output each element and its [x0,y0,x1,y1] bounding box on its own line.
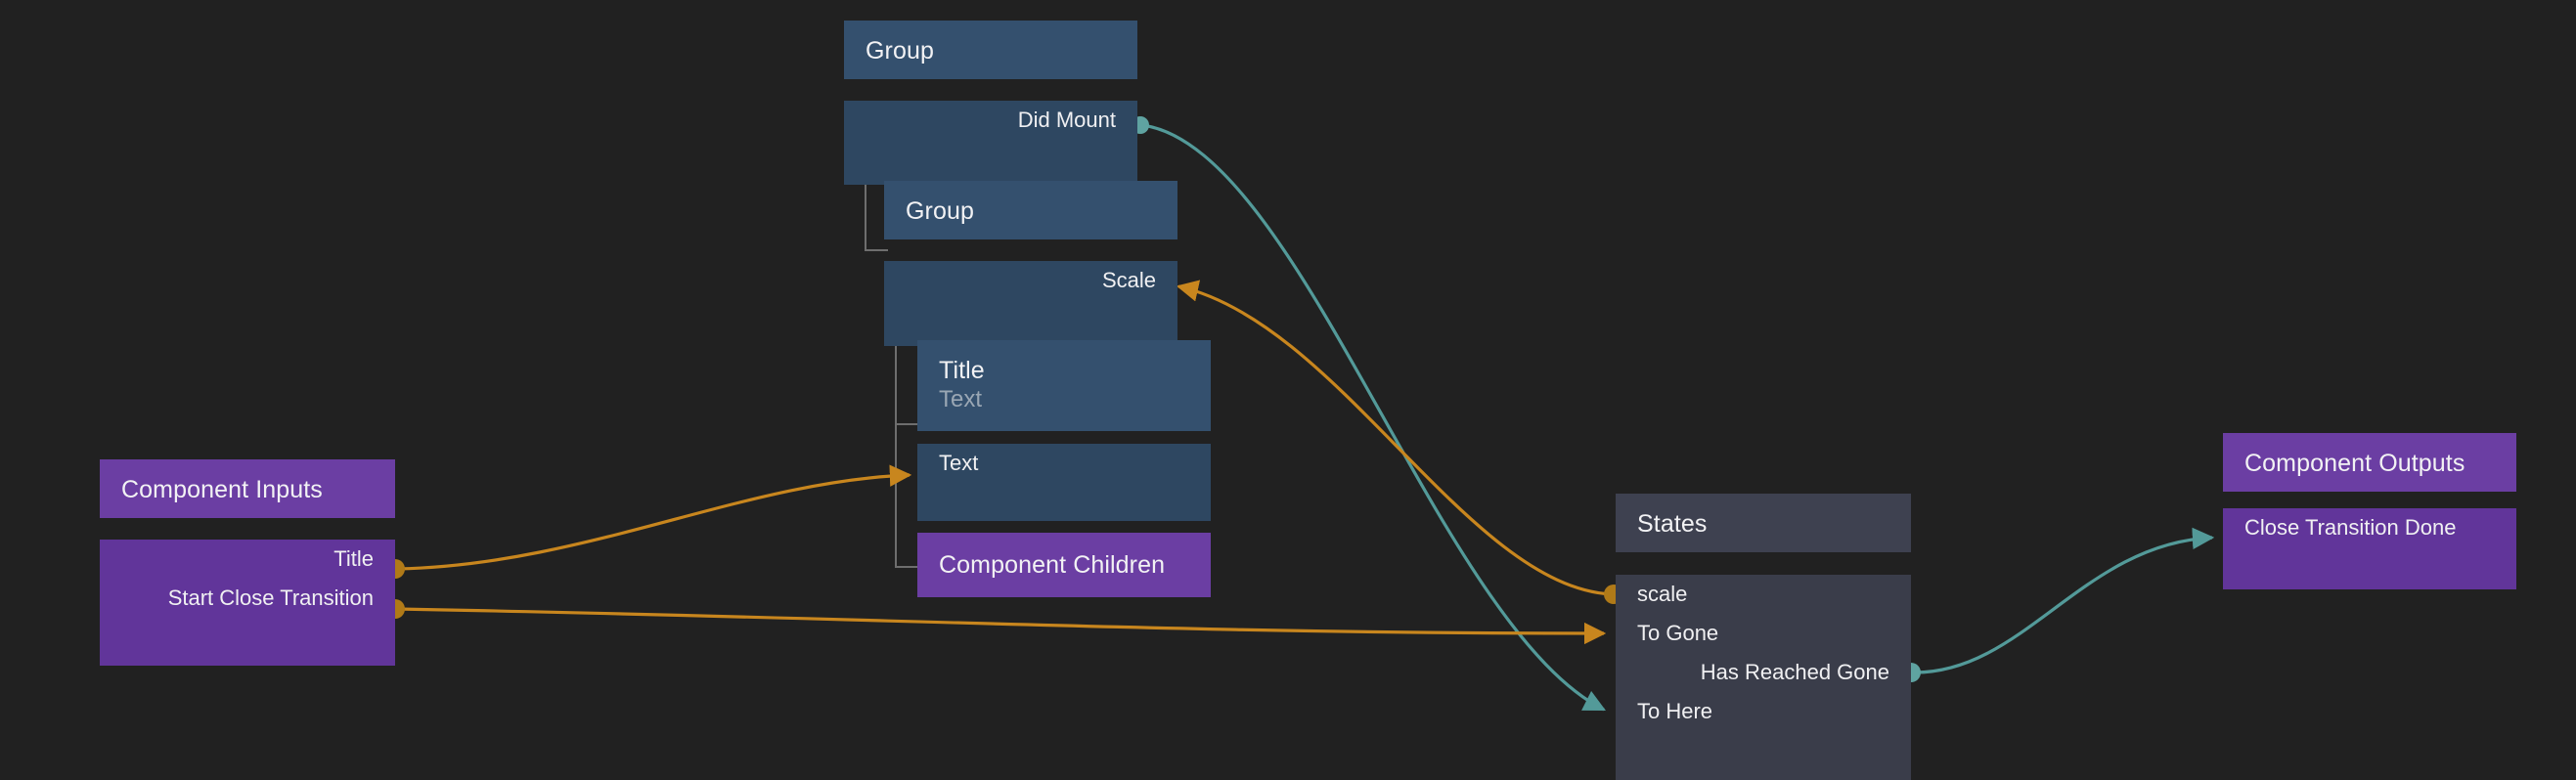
port-title-out[interactable]: Title [100,540,395,579]
port-to-gone[interactable]: To Gone [1616,614,1911,653]
port-to-here[interactable]: To Here [1616,692,1911,731]
node-group-top[interactable]: Group Did Mount [844,21,1137,185]
node-component-inputs-body: Title Start Close Transition [100,540,395,666]
node-states-body: scale To Gone Has Reached Gone To Here [1616,575,1911,780]
node-title-subtitle: Text [939,386,983,412]
node-title-body: Text [917,444,1211,521]
node-component-children-title: Component Children [939,551,1166,579]
node-group-second-body: Scale [884,261,1177,346]
port-scale-state-label: scale [1637,582,1688,606]
port-to-here-label: To Here [1637,699,1713,723]
edge-did-mount-to-here [1141,123,1606,712]
port-did-mount-label: Did Mount [1017,108,1116,132]
port-has-reached-gone[interactable]: Has Reached Gone [1616,653,1911,692]
node-group-second[interactable]: Group Scale [884,181,1177,346]
port-close-transition-done-label: Close Transition Done [2244,515,2457,540]
node-component-inputs[interactable]: Component Inputs Title Start Close Trans… [100,459,395,666]
node-component-outputs[interactable]: Component Outputs Close Transition Done [2223,433,2516,589]
node-group-top-header[interactable]: Group [844,21,1137,79]
node-component-outputs-body: Close Transition Done [2223,508,2516,589]
port-did-mount[interactable]: Did Mount [844,101,1137,140]
edge-scale-state-to-group-scale [1176,280,1613,596]
node-title-title: Title [939,357,985,384]
tree-branch-2 [895,332,917,568]
port-to-gone-label: To Gone [1637,621,1719,645]
port-close-transition-done[interactable]: Close Transition Done [2223,508,2516,547]
node-group-second-header[interactable]: Group [884,181,1177,239]
node-component-inputs-header[interactable]: Component Inputs [100,459,395,518]
node-component-children-header[interactable]: Component Children [917,533,1211,597]
port-start-close-transition-out[interactable]: Start Close Transition [100,579,395,618]
port-scale-label: Scale [1101,268,1156,292]
node-title-header[interactable]: Title Text [917,340,1211,431]
node-group-second-title: Group [906,197,974,225]
port-text-in-label: Text [939,451,979,475]
node-states-header[interactable]: States [1616,494,1911,552]
edge-start-close-transition-to-gone [396,607,1607,645]
port-has-reached-gone-label: Has Reached Gone [1700,660,1889,684]
edge-title-to-text [396,464,912,571]
node-group-top-title: Group [866,37,934,65]
node-states-title: States [1637,510,1708,538]
port-title-out-label: Title [333,546,374,571]
node-title[interactable]: Title Text Text [917,340,1211,521]
edge-has-reached-gone-to-close-transition-done [1914,527,2215,674]
node-component-inputs-title: Component Inputs [121,476,323,503]
node-component-children[interactable]: Component Children [917,533,1211,597]
node-component-outputs-title: Component Outputs [2244,450,2465,477]
port-scale[interactable]: Scale [884,261,1177,300]
port-scale-state[interactable]: scale [1616,575,1911,614]
port-text-in[interactable]: Text [917,444,1211,483]
node-group-top-body: Did Mount [844,101,1137,185]
node-component-outputs-header[interactable]: Component Outputs [2223,433,2516,492]
node-states[interactable]: States scale To Gone Has Reached Gone To… [1616,494,1911,780]
port-start-close-transition-out-label: Start Close Transition [167,585,374,610]
